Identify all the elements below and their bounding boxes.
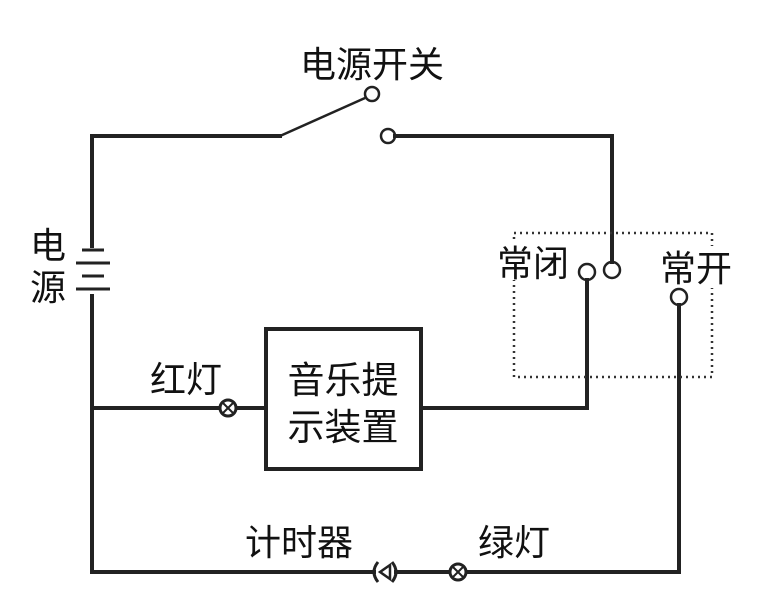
power-switch <box>279 85 397 145</box>
wires <box>90 134 681 574</box>
power-source-label-2: 源 <box>30 268 66 309</box>
green-lamp-label: 绿灯 <box>478 523 550 564</box>
wire-device-to-nc <box>420 278 589 410</box>
nc-contact <box>577 262 597 282</box>
green-lamp-icon <box>448 562 468 582</box>
music-device-box <box>264 327 423 471</box>
music-device-label-line2: 示装置 <box>288 406 399 449</box>
power-source-label-1: 电 <box>30 226 66 267</box>
wire-switch-to-relay <box>393 134 614 264</box>
power-switch-label: 电源开关 <box>300 45 444 86</box>
no-contact <box>669 287 689 307</box>
red-lamp-label: 红灯 <box>150 360 222 401</box>
battery-icon <box>76 248 110 294</box>
wire-no-to-green <box>464 303 681 574</box>
red-lamp-icon <box>218 398 238 418</box>
music-device-label-line1: 音乐提 <box>288 359 399 402</box>
normally-closed-label: 常闭 <box>497 244 569 285</box>
switch-blade <box>279 96 366 138</box>
timer-icon <box>372 561 398 583</box>
relay-outline <box>512 231 714 379</box>
common-contact <box>602 260 622 280</box>
switch-contact <box>379 127 397 145</box>
timer-label: 计时器 <box>245 523 353 564</box>
normally-open-label: 常开 <box>660 249 732 290</box>
switch-contact-pivot <box>363 85 381 103</box>
